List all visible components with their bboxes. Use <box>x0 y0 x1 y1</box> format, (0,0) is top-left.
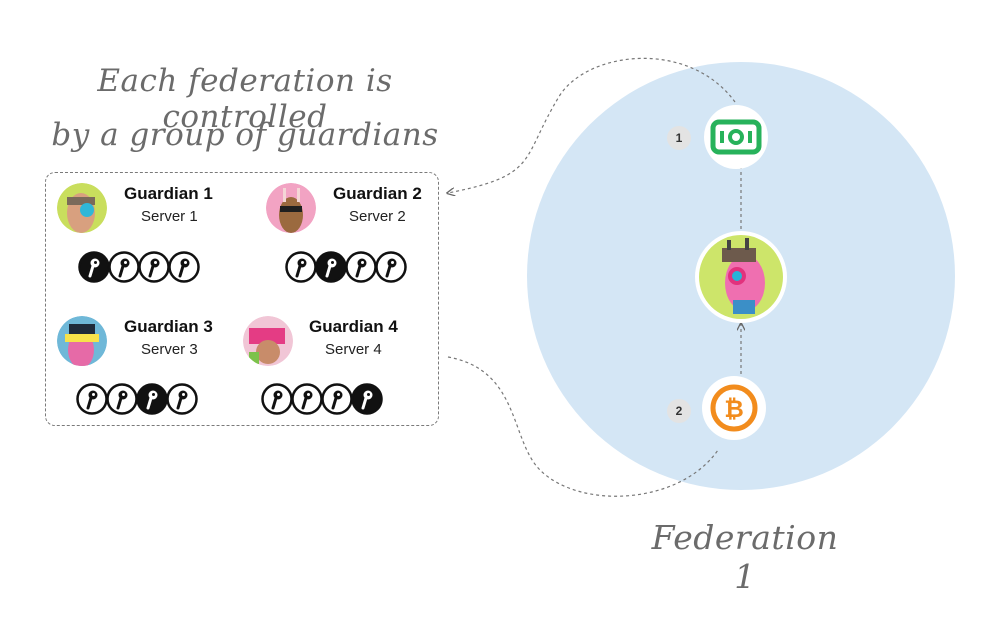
key-share-icon <box>76 383 108 415</box>
guardian-4-name: Guardian 4 <box>309 317 398 336</box>
connector-from-guardians <box>447 356 719 497</box>
key-share-icon <box>291 383 323 415</box>
federation-label: Federation 1 <box>651 518 839 596</box>
guardian-2-keys <box>285 251 407 283</box>
heading-line-1: Each federation is controlled <box>97 63 393 135</box>
key-share-icon <box>138 251 170 283</box>
guardian-1-name: Guardian 1 <box>124 184 213 203</box>
connector-to-guardians <box>448 57 736 193</box>
bitcoin-node: ₿ <box>702 376 766 440</box>
guardian-1-keys <box>78 251 200 283</box>
guardian-3-keys <box>76 383 198 415</box>
cash-node <box>704 105 768 169</box>
guardian-2-avatar <box>266 183 316 233</box>
key-share-icon <box>375 251 407 283</box>
guardian-1-server: Server 1 <box>141 208 198 225</box>
step-badge-1: 1 <box>667 126 691 150</box>
guardian-4-avatar <box>243 316 293 366</box>
cash-icon <box>710 119 762 155</box>
key-share-icon <box>261 383 293 415</box>
key-share-icon <box>168 251 200 283</box>
guardians-panel <box>45 172 439 426</box>
key-share-icon <box>321 383 353 415</box>
key-share-icon <box>136 383 168 415</box>
guardian-2-name: Guardian 2 <box>333 184 422 203</box>
bitcoin-icon: ₿ <box>710 384 758 432</box>
guardian-3-name: Guardian 3 <box>124 317 213 336</box>
guardian-3-server: Server 3 <box>141 341 198 358</box>
mint-avatar <box>695 231 787 323</box>
key-share-icon <box>351 383 383 415</box>
guardian-3-avatar <box>57 316 107 366</box>
key-share-icon <box>285 251 317 283</box>
guardian-4-server: Server 4 <box>325 341 382 358</box>
key-share-icon <box>78 251 110 283</box>
step-badge-2: 2 <box>667 399 691 423</box>
svg-text:₿: ₿ <box>724 395 744 423</box>
guardian-4-keys <box>261 383 383 415</box>
key-share-icon <box>315 251 347 283</box>
guardian-2-server: Server 2 <box>349 208 406 225</box>
heading-line-2: by a group of guardians <box>51 117 439 153</box>
key-share-icon <box>166 383 198 415</box>
key-share-icon <box>345 251 377 283</box>
key-share-icon <box>108 251 140 283</box>
key-share-icon <box>106 383 138 415</box>
guardian-1-avatar <box>57 183 107 233</box>
